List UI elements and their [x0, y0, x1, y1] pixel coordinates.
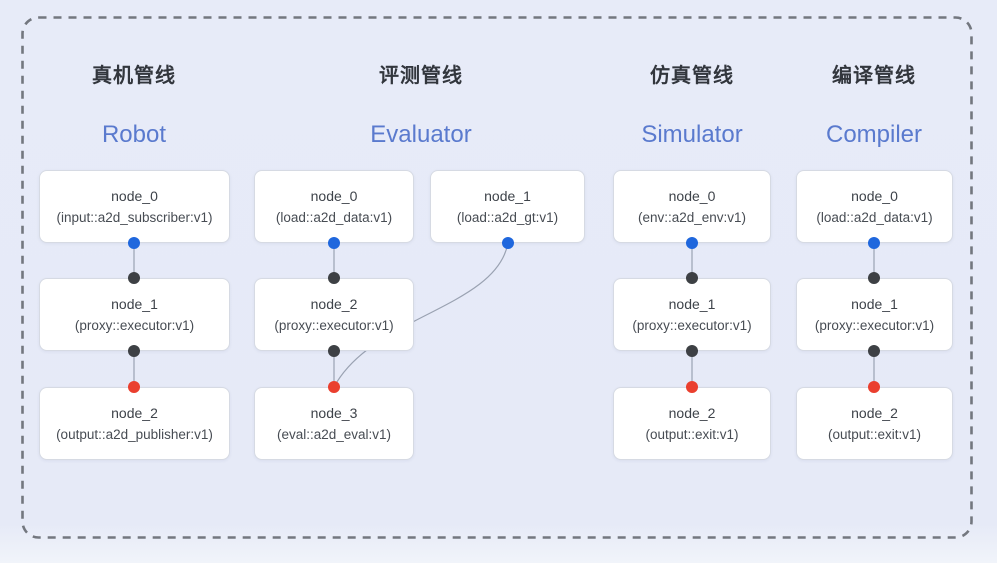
mid-port-dot-icon: [868, 272, 880, 284]
node-label: node_0: [310, 187, 358, 204]
output-port-dot-icon: [328, 381, 340, 393]
pipeline-title-cn-evaluator: 评测管线: [379, 65, 463, 87]
node-label: node_1: [851, 295, 898, 312]
node-detail: (load::a2d_gt:v1): [456, 209, 559, 225]
node-box-simulator-2: node_2 (output::exit:v1): [613, 387, 771, 460]
mid-port-dot-icon: [128, 272, 140, 284]
node-box-compiler-0: node_0 (load::a2d_data:v1): [796, 170, 953, 243]
node-box-evaluator-2: node_2 (proxy::executor:v1): [254, 278, 414, 351]
output-port-dot-icon: [868, 381, 880, 393]
node-label: node_2: [310, 295, 358, 312]
node-box-evaluator-0: node_0 (load::a2d_data:v1): [254, 170, 414, 243]
input-port-dot-icon: [328, 237, 340, 249]
node-detail: (eval::a2d_eval:v1): [276, 426, 392, 442]
node-label: node_2: [851, 404, 898, 421]
node-detail: (proxy::executor:v1): [814, 317, 935, 333]
input-port-dot-icon: [128, 237, 140, 249]
node-detail: (load::a2d_data:v1): [275, 209, 393, 225]
pipeline-title-en-evaluator: Evaluator: [370, 121, 472, 148]
pipeline-title-en-compiler: Compiler: [825, 121, 923, 148]
node-detail: (proxy::executor:v1): [74, 317, 195, 333]
node-detail: (output::a2d_publisher:v1): [56, 426, 213, 442]
input-port-dot-icon: [502, 237, 514, 249]
node-box-simulator-0: node_0 (env::a2d_env:v1): [613, 170, 771, 243]
node-label: node_1: [484, 187, 531, 204]
mid-port-dot-icon: [328, 272, 340, 284]
pipeline-title-en-robot: Robot: [101, 121, 167, 148]
node-label: node_0: [668, 187, 716, 204]
node-box-robot-1: node_1 (proxy::executor:v1): [39, 278, 230, 351]
mid-port-dot-icon: [868, 345, 880, 357]
dashed-frame: [21, 16, 973, 539]
mid-port-dot-icon: [128, 345, 140, 357]
node-label: node_1: [111, 295, 158, 312]
node-box-compiler-1: node_1 (proxy::executor:v1): [796, 278, 953, 351]
node-label: node_2: [668, 404, 716, 421]
input-port-dot-icon: [686, 237, 698, 249]
mid-port-dot-icon: [328, 345, 340, 357]
node-detail: (output::exit:v1): [645, 426, 739, 442]
edge-gt-to-eval: [333, 242, 509, 388]
node-box-compiler-2: node_2 (output::exit:v1): [796, 387, 953, 460]
node-detail: (output::exit:v1): [827, 426, 922, 442]
output-port-dot-icon: [686, 381, 698, 393]
node-detail: (env::a2d_env:v1): [637, 209, 747, 225]
node-label: node_3: [310, 404, 358, 421]
node-detail: (proxy::executor:v1): [632, 317, 752, 333]
pipeline-title-cn-simulator: 仿真管线: [650, 65, 734, 87]
pipeline-title-en-simulator: Simulator: [641, 121, 743, 148]
node-label: node_2: [111, 404, 158, 421]
node-box-robot-2: node_2 (output::a2d_publisher:v1): [39, 387, 230, 460]
output-port-dot-icon: [128, 381, 140, 393]
node-box-robot-0: node_0 (input::a2d_subscriber:v1): [39, 170, 230, 243]
node-detail: (load::a2d_data:v1): [816, 209, 933, 225]
input-port-dot-icon: [868, 237, 880, 249]
node-detail: (input::a2d_subscriber:v1): [56, 209, 213, 225]
mid-port-dot-icon: [686, 272, 698, 284]
node-box-evaluator-3: node_3 (eval::a2d_eval:v1): [254, 387, 414, 460]
mid-port-dot-icon: [686, 345, 698, 357]
node-label: node_0: [111, 187, 158, 204]
node-box-evaluator-1: node_1 (load::a2d_gt:v1): [430, 170, 585, 243]
pipeline-title-cn-robot: 真机管线: [92, 65, 176, 87]
node-detail: (proxy::executor:v1): [274, 317, 394, 333]
node-label: node_1: [668, 295, 716, 312]
node-box-simulator-1: node_1 (proxy::executor:v1): [613, 278, 771, 351]
node-label: node_0: [851, 187, 898, 204]
pipeline-title-cn-compiler: 编译管线: [832, 65, 916, 87]
